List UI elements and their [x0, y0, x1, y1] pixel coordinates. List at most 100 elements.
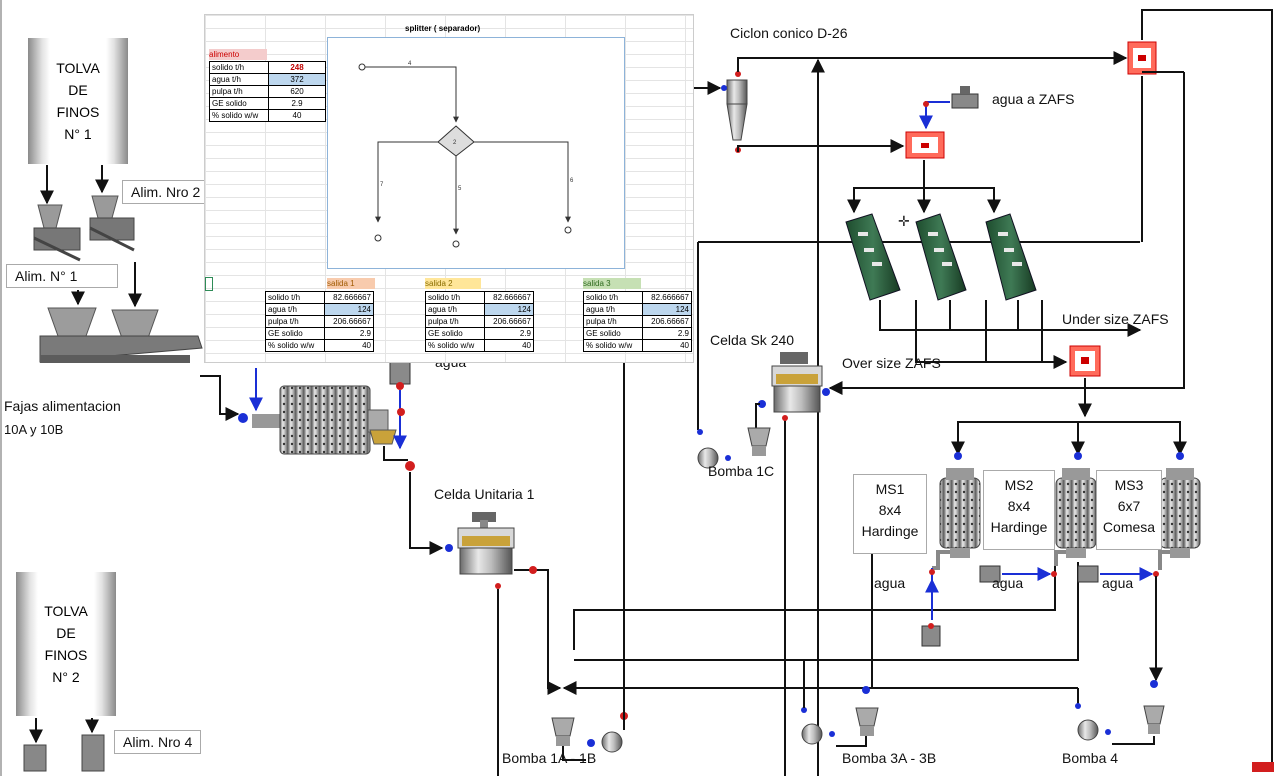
- outlet-label: % solido w/w: [265, 339, 325, 352]
- feed-label: agua t/h: [209, 73, 269, 86]
- label-bomba-4: Bomba 4: [1062, 750, 1119, 766]
- label-celda-unitaria: Celda Unitaria 1: [434, 486, 535, 502]
- outlet-value[interactable]: 40: [642, 339, 692, 352]
- valve-dot[interactable]: [1150, 680, 1158, 688]
- valve-dot[interactable]: [735, 71, 741, 77]
- label-fajas-line2: 10A y 10B: [4, 422, 64, 437]
- valve-dot[interactable]: [725, 455, 731, 461]
- outlet-value[interactable]: 206.66667: [642, 315, 692, 328]
- outlet-label: GE solido: [265, 327, 325, 340]
- valve-dot[interactable]: [587, 739, 595, 747]
- outlet-value[interactable]: 124: [324, 303, 374, 316]
- spreadsheet-overlay[interactable]: splitter ( separador) alimento solido t/…: [204, 14, 694, 363]
- valve-dot[interactable]: [923, 101, 929, 107]
- label-alim-nro2: Alim. Nro 2: [122, 180, 210, 204]
- ms3-water-valve-icon[interactable]: [1077, 565, 1099, 583]
- mill-feed-valve[interactable]: [238, 413, 248, 423]
- label-alim-nro4: Alim. Nro 4: [114, 730, 202, 754]
- valve-dot[interactable]: [829, 731, 835, 737]
- outlet-value[interactable]: 40: [484, 339, 534, 352]
- feed-value[interactable]: 2.9: [268, 97, 326, 110]
- ms1-water-valve-icon[interactable]: [921, 623, 941, 647]
- valve-dot[interactable]: [529, 566, 537, 574]
- outlet-label: GE solido: [425, 327, 485, 340]
- feed-value[interactable]: 372: [268, 73, 326, 86]
- zafs-screens-icon: [845, 213, 1037, 301]
- valve-dot[interactable]: [1074, 452, 1082, 460]
- label-under-size: Under size ZAFS: [1062, 311, 1169, 327]
- valve-dot[interactable]: [822, 388, 830, 396]
- label-ciclon: Ciclon conico D-26: [730, 25, 848, 41]
- selected-cell-indicator: [205, 277, 213, 291]
- outlet-value[interactable]: 206.66667: [324, 315, 374, 328]
- ball-mill-icon: [252, 385, 397, 455]
- valve-dot[interactable]: [1075, 703, 1081, 709]
- pump-4-icon: [1077, 705, 1165, 741]
- valve-dot[interactable]: [1051, 571, 1057, 577]
- valve-dot[interactable]: [1153, 571, 1159, 577]
- valve-dot[interactable]: [721, 85, 727, 91]
- mixer-oversize-icon: [1069, 345, 1101, 377]
- pump-3a-3b-icon: [801, 707, 879, 745]
- feed-value[interactable]: 620: [268, 85, 326, 98]
- outlet-label: GE solido: [583, 327, 643, 340]
- feeder-bottom-icons: [23, 734, 105, 772]
- splitter-diagram[interactable]: 4 2 7 5 6: [327, 37, 625, 269]
- valve-dot[interactable]: [1176, 452, 1184, 460]
- valve-dot[interactable]: [405, 461, 415, 471]
- tolva-finos-1: TOLVA DE FINOS N° 1: [28, 38, 128, 164]
- feeder-alim-1-icon: [33, 204, 81, 262]
- feed-label: % solido w/w: [209, 109, 269, 122]
- label-ms1: MS1 8x4 Hardinge: [853, 474, 927, 554]
- outlet-node-icon: [564, 226, 572, 234]
- ms3-line: 6x7: [1117, 498, 1141, 514]
- valve-dot[interactable]: [758, 400, 766, 408]
- stream-label: 7: [380, 182, 384, 188]
- valve-dot[interactable]: [801, 707, 807, 713]
- label-ms3: MS3 6x7 Comesa: [1096, 470, 1162, 550]
- feed-value[interactable]: 248: [268, 61, 326, 74]
- mixer-top-right-icon: [1127, 41, 1157, 75]
- valve-dot[interactable]: [862, 686, 870, 694]
- valve-dot[interactable]: [697, 429, 703, 435]
- tolva1-line: DE: [68, 82, 88, 98]
- zafs-water-valve-icon[interactable]: [951, 86, 979, 109]
- outlet-label: agua t/h: [265, 303, 325, 316]
- feed-value[interactable]: 40: [268, 109, 326, 122]
- label-ms2: MS2 8x4 Hardinge: [983, 470, 1055, 550]
- outlet-node-icon: [374, 234, 382, 242]
- outlet-label: pulpa t/h: [425, 315, 485, 328]
- valve-dot[interactable]: [397, 408, 405, 416]
- label-agua-ms2: agua: [992, 575, 1024, 591]
- outlet-value[interactable]: 2.9: [484, 327, 534, 340]
- splitter-title: splitter ( separador): [405, 24, 481, 33]
- ms3-line: Comesa: [1102, 519, 1156, 535]
- feed-node-icon: [358, 63, 366, 71]
- ms1-line: 8x4: [878, 502, 902, 518]
- valve-dot[interactable]: [954, 452, 962, 460]
- valve-dot[interactable]: [1105, 729, 1111, 735]
- outlet-value[interactable]: 82.666667: [484, 291, 534, 304]
- valve-dot[interactable]: [929, 569, 935, 575]
- outlet-label: solido t/h: [265, 291, 325, 304]
- valve-dot[interactable]: [782, 415, 788, 421]
- outlet-value[interactable]: 2.9: [642, 327, 692, 340]
- outlet-label: pulpa t/h: [583, 315, 643, 328]
- mill-water-valve-icon[interactable]: [389, 361, 411, 390]
- outlet-value[interactable]: 124: [484, 303, 534, 316]
- valve-dot[interactable]: [445, 544, 453, 552]
- feed-label: solido t/h: [209, 61, 269, 74]
- mixer-zafs-icon: [905, 131, 945, 159]
- outlet-value[interactable]: 206.66667: [484, 315, 534, 328]
- outlet-value[interactable]: 124: [642, 303, 692, 316]
- outlet-value[interactable]: 40: [324, 339, 374, 352]
- ms2-water-valve-icon[interactable]: [979, 565, 1001, 583]
- valve-dot[interactable]: [495, 583, 501, 589]
- outlet-value[interactable]: 82.666667: [324, 291, 374, 304]
- outlet-value[interactable]: 82.666667: [642, 291, 692, 304]
- pump-1a-1b-icon: [551, 717, 623, 753]
- label-celda-sk: Celda Sk 240: [710, 332, 795, 348]
- outlet-value[interactable]: 2.9: [324, 327, 374, 340]
